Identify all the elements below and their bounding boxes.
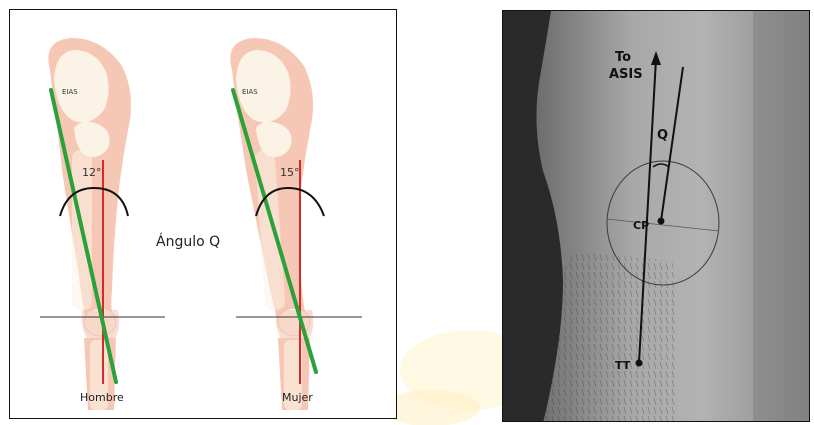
female-eias-label: EIAS: [242, 88, 258, 96]
q-angle-label: Q: [657, 128, 668, 143]
tt-label: TT: [615, 359, 631, 372]
female-caption: Mujer: [282, 391, 313, 404]
male-leg-figure: [40, 38, 165, 410]
female-angle-value: 15°: [280, 166, 300, 179]
diagram-title: Ángulo Q: [156, 233, 220, 250]
male-caption: Hombre: [80, 391, 124, 404]
leg-shadow: [753, 11, 810, 422]
arrow-label-to: To: [615, 50, 631, 65]
leg-hair-texture: [543, 251, 678, 422]
tt-point: [636, 360, 643, 367]
female-knee-joint: [276, 310, 314, 340]
q-angle-diagram-panel: EIAS EIAS 12° 15° Ángulo Q Hombre Mujer: [9, 9, 397, 419]
arrow-label-asis: ASIS: [609, 67, 643, 82]
cp-label: CP: [633, 219, 649, 232]
male-angle-value: 12°: [82, 166, 102, 179]
cp-point: [658, 218, 665, 225]
knee-photo-panel: To ASIS Q CP TT: [502, 10, 810, 422]
male-eias-label: EIAS: [62, 88, 78, 96]
